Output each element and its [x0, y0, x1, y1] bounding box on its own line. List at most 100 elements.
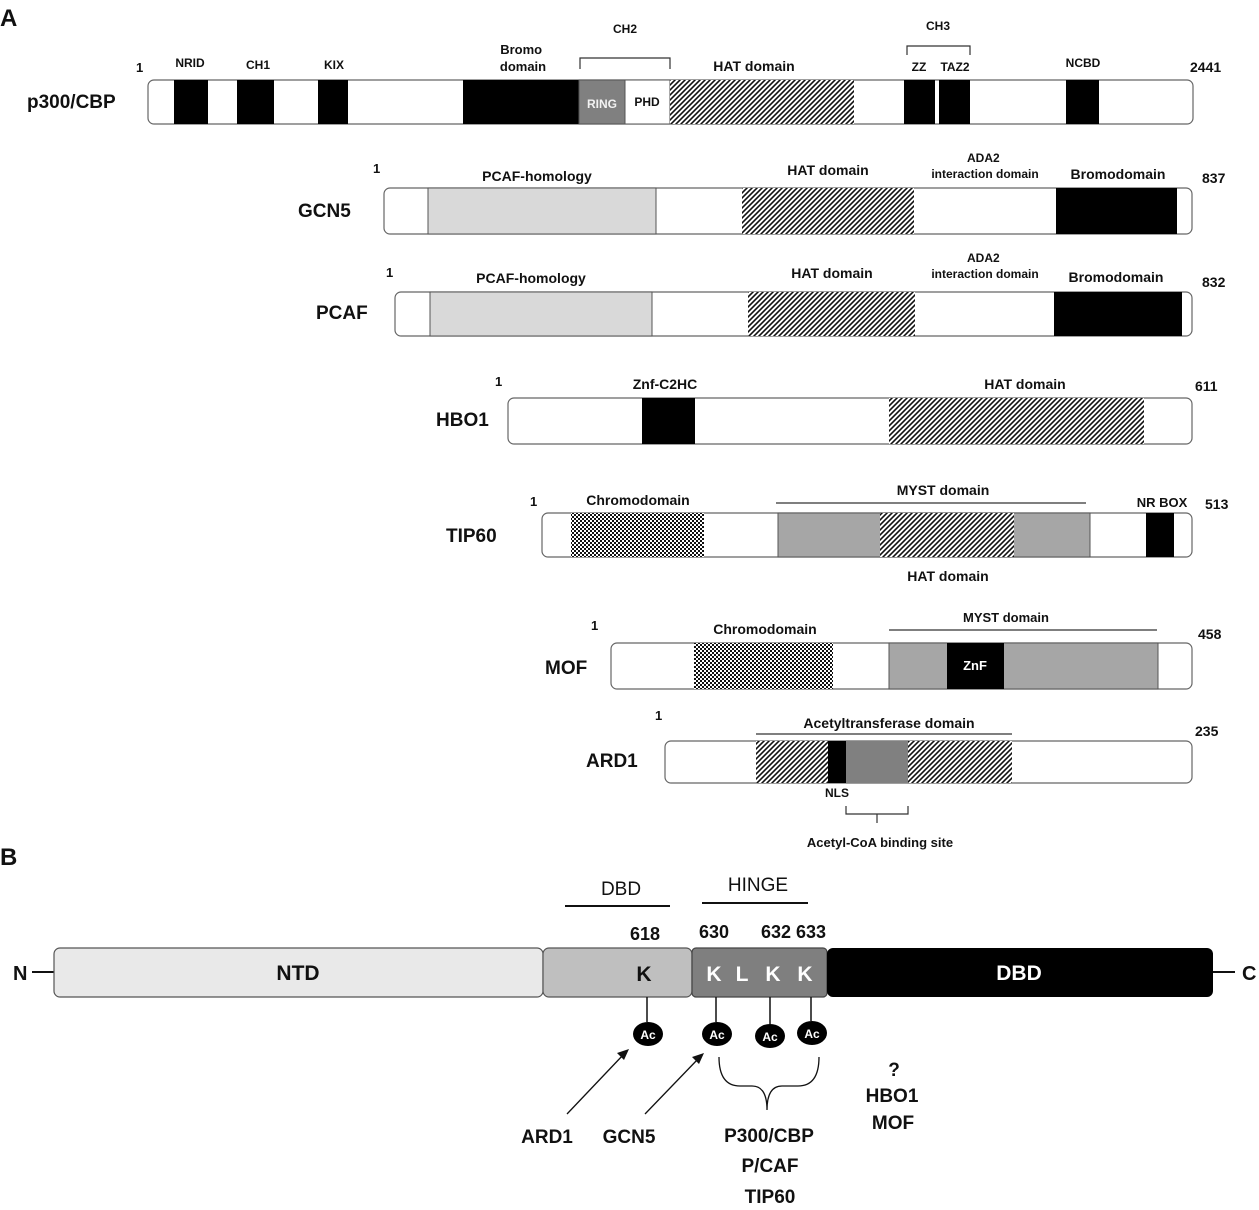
ac-badge [797, 1021, 827, 1045]
position-630: 630 [699, 922, 729, 942]
domain-nls [828, 741, 846, 783]
start-number: 1 [530, 494, 537, 509]
domain-label: Znf-C2HC [633, 376, 698, 392]
ch3-bracket [906, 45, 971, 55]
domain-znf-c2hc [642, 398, 695, 444]
domain-label: HAT domain [984, 376, 1065, 392]
group-label-ch3: CH3 [926, 19, 950, 33]
domain-hat [880, 513, 1014, 557]
domain-label: Chromodomain [713, 621, 816, 637]
label-line: ADA2 [967, 151, 1000, 165]
protein-p300-cbp: p300/CBP 1 2441 NRID CH1 KIX Bromo domai… [27, 19, 1221, 125]
ac-badge [702, 1022, 732, 1046]
domain-phd [624, 79, 671, 125]
receptor-diagram: N C NTD K K L K K DBD DBD HINGE 618 630 … [13, 875, 1256, 1208]
domain-label: HAT domain [907, 568, 988, 584]
domain-label: HAT domain [713, 58, 794, 74]
domain-label: Chromodomain [586, 492, 689, 508]
domain-label: PCAF-homology [482, 168, 592, 184]
ac-label: Ac [709, 1028, 725, 1042]
start-number: 1 [136, 60, 143, 75]
label-line: ADA2 [967, 251, 1000, 265]
domain-label-znf: ZnF [963, 658, 987, 673]
gcn5-arrowhead [692, 1053, 704, 1064]
start-number: 1 [655, 708, 662, 723]
domain-chromodomain [571, 513, 704, 557]
protein-name: PCAF [316, 303, 368, 324]
protein-ard1: ARD1 1 235 Acetyltransferase domain NLS … [586, 708, 1219, 850]
domain-label: HAT domain [791, 265, 872, 281]
domain-label-phd: PHD [634, 95, 660, 109]
domain-taz2 [939, 80, 970, 124]
segment-dbd-right [827, 948, 1213, 997]
hinge-region-label: HINGE [728, 875, 788, 896]
protein-name: HBO1 [436, 410, 489, 431]
ch2-bracket [579, 57, 671, 69]
acetylation-mark: Ac [633, 997, 663, 1046]
protein-mof: MOF 1 458 Chromodomain MYST domain ZnF [545, 610, 1222, 690]
group-label-ch2: CH2 [613, 22, 637, 36]
label-line: interaction domain [931, 167, 1038, 181]
label-line: domain [500, 59, 546, 74]
end-number: 2441 [1190, 59, 1221, 75]
enzyme-hbo1: HBO1 [866, 1086, 919, 1107]
domain-nrid [174, 80, 208, 124]
domain-label: NLS [825, 786, 849, 800]
domain-label: MYST domain [963, 610, 1049, 625]
domain-kix [318, 80, 348, 124]
enzyme-ard1: ARD1 [521, 1127, 573, 1148]
segment-dbd-left [542, 947, 693, 998]
protein-hbo1: HBO1 1 611 Znf-C2HC HAT domain [436, 374, 1218, 445]
hinge-enzymes-bracket [718, 1056, 820, 1111]
domain-nr-box [1146, 513, 1174, 557]
end-number: 235 [1195, 723, 1219, 739]
enzyme-p300-cbp: P300/CBP [724, 1126, 814, 1147]
domain-label: CH1 [246, 58, 270, 72]
domain-label: Bromodomain [1069, 269, 1164, 285]
domain-hat [670, 80, 854, 124]
enzyme-tip60: TIP60 [745, 1187, 796, 1205]
domain-ch1 [237, 80, 274, 124]
start-number: 1 [386, 265, 393, 280]
domain-hat [889, 398, 1144, 444]
domain-label: NR BOX [1137, 495, 1188, 510]
residue-l631: L [736, 963, 749, 986]
ac-label: Ac [762, 1030, 778, 1044]
domain-hat [748, 292, 915, 336]
gcn5-arrow [644, 1058, 699, 1115]
domain-label: PCAF-homology [476, 270, 586, 286]
domain-myst [888, 642, 1159, 690]
label-line: Bromo [500, 42, 542, 57]
ac-badge [755, 1024, 785, 1048]
domain-label: MYST domain [897, 482, 990, 498]
residue-k630: K [706, 963, 721, 986]
protein-name: MOF [545, 658, 587, 679]
protein-pcaf: PCAF 1 832 PCAF-homology HAT domain ADA2… [316, 251, 1226, 337]
domain-znf [947, 643, 1004, 689]
domain-label: Acetyltransferase domain [803, 715, 974, 731]
ac-label: Ac [640, 1028, 656, 1042]
domain-label-ring: RING [587, 97, 617, 111]
domain-zz [904, 80, 935, 124]
end-number: 458 [1198, 626, 1222, 642]
ac-badge [633, 1022, 663, 1046]
domain-label: Bromodomain [1071, 166, 1166, 182]
start-number: 1 [495, 374, 502, 389]
n-terminus-label: N [13, 963, 27, 985]
domain-label: ADA2 interaction domain [931, 251, 1038, 281]
domain-chromodomain [694, 643, 833, 689]
domain-ncbd [1066, 80, 1099, 124]
domain-pcaf-homology [427, 187, 657, 235]
residue-k618: K [636, 963, 651, 986]
end-number: 611 [1195, 378, 1218, 394]
acetyl-coa-bracket [845, 806, 909, 823]
ard1-arrow [566, 1053, 625, 1115]
protein-name: p300/CBP [27, 92, 116, 113]
enzyme-mof: MOF [872, 1113, 914, 1134]
position-618: 618 [630, 924, 660, 944]
dbd-right-label: DBD [996, 962, 1042, 985]
domain-label: ADA2 interaction domain [931, 151, 1038, 181]
panel-a-label: A [0, 5, 17, 32]
domain-label: NCBD [1066, 56, 1101, 70]
